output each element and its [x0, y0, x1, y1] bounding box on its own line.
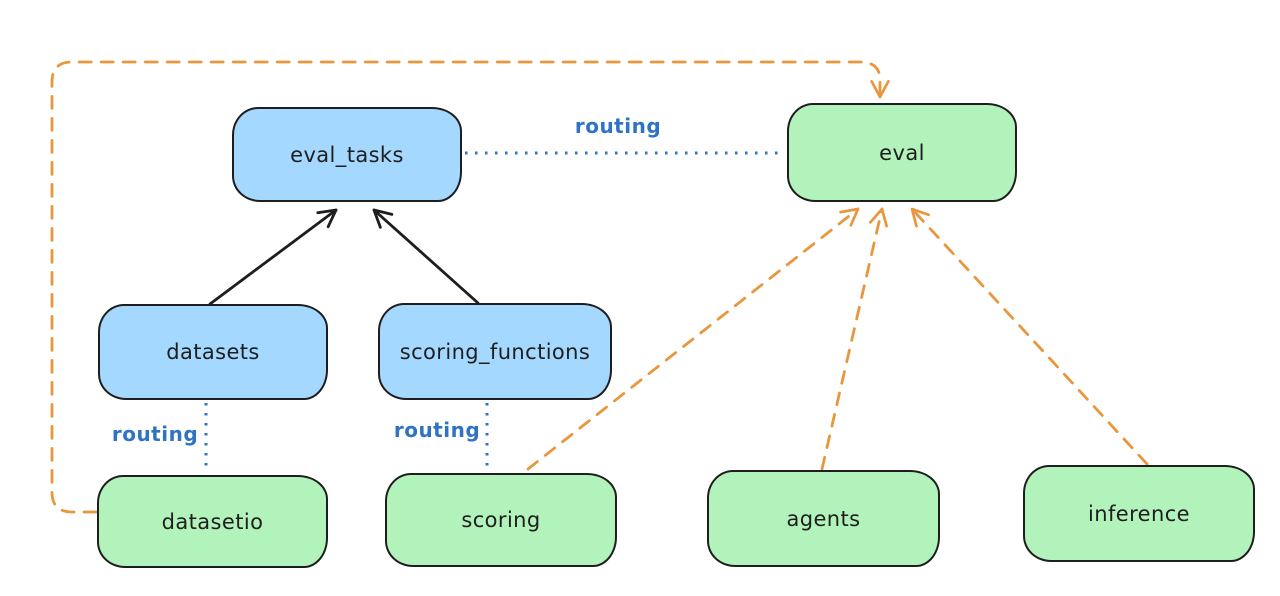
node-datasetio: datasetio [97, 475, 328, 568]
node-datasets: datasets [98, 304, 328, 400]
node-eval-label: eval [879, 140, 925, 165]
node-scoring-label: scoring [461, 508, 541, 532]
routing-label-scoring-functions-scoring: routing [393, 418, 481, 442]
edge-inference-to-eval [910, 207, 1149, 466]
routing-label-datasets-datasetio: routing [111, 422, 199, 446]
node-datasets-label: datasets [166, 340, 260, 364]
node-eval: eval [787, 103, 1017, 202]
edge-datasetio-to-eval-loop [50, 60, 890, 514]
node-eval-tasks-label: eval_tasks [290, 142, 404, 167]
node-datasetio-label: datasetio [161, 509, 264, 534]
node-inference-label: inference [1088, 501, 1190, 526]
node-scoring: scoring [385, 473, 617, 567]
node-eval-tasks: eval_tasks [232, 107, 462, 202]
edge-scoring-functions-to-eval-tasks [372, 208, 480, 305]
node-scoring-functions: scoring_functions [378, 303, 612, 400]
edge-datasets-to-eval-tasks [208, 208, 338, 306]
node-agents-label: agents [786, 506, 861, 531]
node-agents: agents [707, 470, 940, 567]
routing-label-eval-tasks-eval: routing [574, 114, 662, 138]
edge-scoring-to-eval [526, 207, 860, 471]
edge-agents-to-eval [820, 207, 888, 471]
node-scoring-functions-label: scoring_functions [399, 339, 591, 364]
node-inference: inference [1023, 465, 1255, 562]
